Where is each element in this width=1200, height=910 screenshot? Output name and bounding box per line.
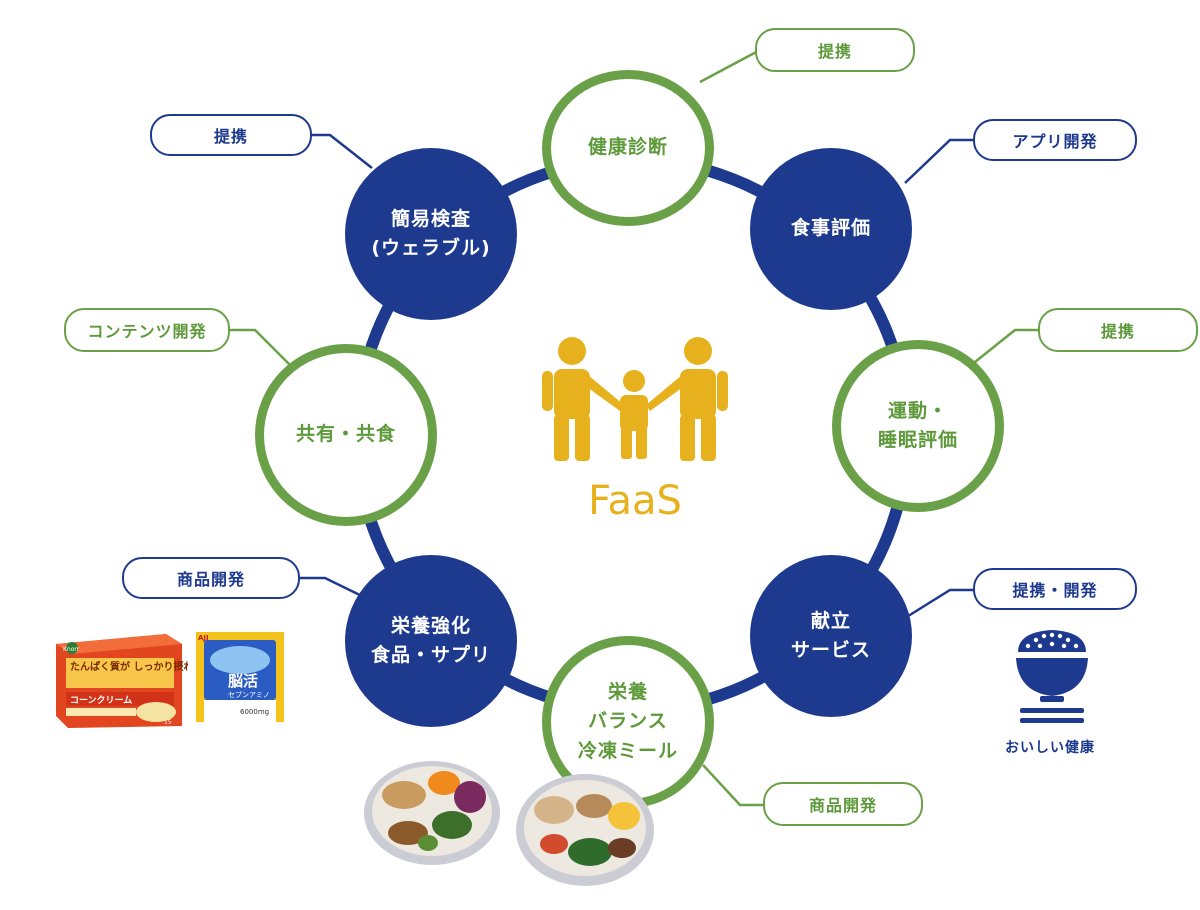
node-undo-suimin: 運動・ 睡眠評価 [832,340,1004,512]
soup-box-photo: Knorr たんぱく質が しっかり摂れるスープ コーンクリーム 15 [56,634,188,728]
meal-tray-1-photo [364,761,500,865]
connector-undo-suimin [974,328,1040,363]
tag-eiyo-kyoka: 商品開発 [122,557,300,599]
connector-kenko-shindan [699,48,761,84]
connector-eiyo-kyoka [300,576,371,602]
tag-kenko-shindan: 提携 [755,28,915,72]
bowl-caption: おいしい健康 [1005,740,1095,756]
connector-eiyo-reito [702,764,765,807]
node-kenko-shindan: 健康診断 [542,70,714,226]
meal-tray-2-photo [516,774,654,886]
tag-kyoyu: コンテンツ開発 [64,308,230,352]
connector-kondate [904,588,975,620]
node-kyoyu: 共有・共食 [255,344,437,526]
amino-box-subline: セブンアミノ [228,690,270,699]
node-shokuji-hyoka: 食事評価 [750,148,912,310]
soup-box-headline: たんぱく質が しっかり摂れるスープ [70,660,188,673]
amino-box-brand: AJI [198,634,209,642]
tag-kani-kensa: 提携 [150,114,312,156]
connector-kani-kensa [312,133,373,169]
amino-box-amount: 6000mg [240,708,269,716]
node-kani-kensa: 簡易検査 (ウェラブル) [345,148,517,320]
family-icon [542,337,728,461]
faas-label: FaaS [588,478,682,524]
tag-undo-suimin: 提携 [1038,308,1198,352]
connector-kyoyu [230,328,291,366]
node-kondate: 献立 サービス [750,555,912,717]
connector-shokuji-hyoka [904,138,975,184]
rice-bowl-icon [1016,630,1088,723]
amino-box-photo: AJI 脳活 セブンアミノ 6000mg [196,632,284,722]
soup-box-brand: Knorr [63,646,80,653]
tag-kondate: 提携・開発 [973,568,1137,610]
node-eiyo-kyoka: 栄養強化 食品・サプリ [345,555,517,727]
soup-box-count: 15 [164,719,172,726]
amino-box-headline: 脳活 [228,672,258,690]
soup-box-flavor: コーンクリーム [70,695,132,706]
tag-shokuji-hyoka: アプリ開発 [973,119,1137,161]
tag-eiyo-reito: 商品開発 [763,782,923,826]
